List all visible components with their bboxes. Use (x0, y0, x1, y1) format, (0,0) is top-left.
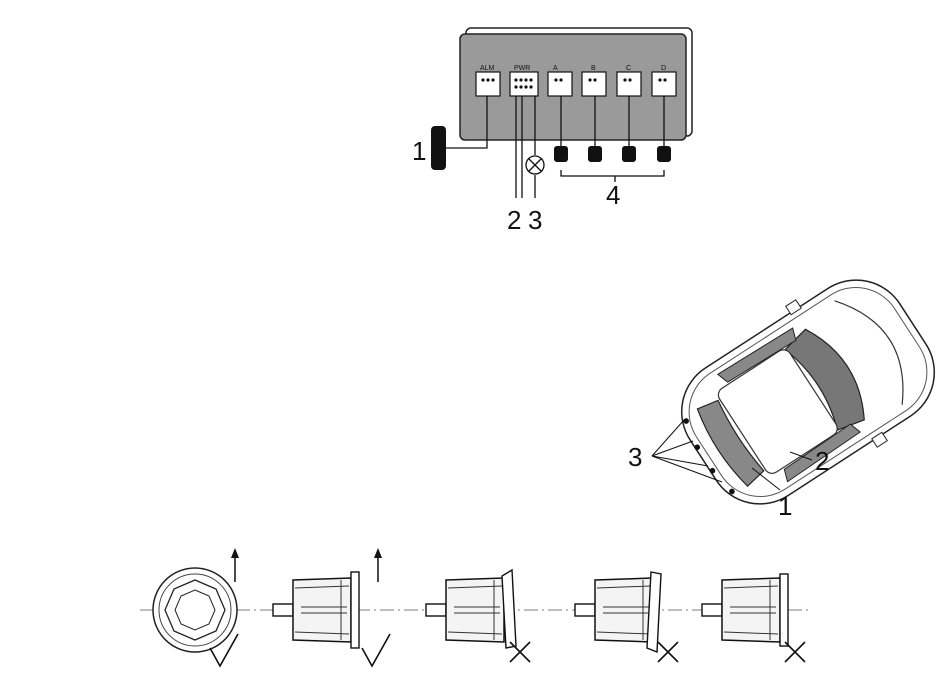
check-icon-2 (362, 634, 390, 666)
mount-recessed-wrong (702, 574, 805, 662)
cross-icon-2 (658, 642, 678, 662)
reverse-lamp-icon (526, 156, 544, 174)
buzzer-icon (431, 126, 446, 170)
callout-3: 3 (528, 205, 542, 235)
control-unit: ALM PWR A B C D (412, 28, 692, 235)
mount-tilted-in-wrong (575, 572, 678, 662)
car-callout-1: 1 (778, 491, 792, 521)
car-callout-3: 3 (628, 442, 642, 472)
mount-tilted-out-wrong (426, 570, 530, 662)
cross-icon-3 (785, 642, 805, 662)
sensor-connector-b-icon (588, 146, 602, 162)
sensor-connector-a-icon (554, 146, 568, 162)
callout-2: 2 (507, 205, 521, 235)
car-top-view: 3 2 1 (628, 253, 950, 530)
up-arrow-icon (231, 548, 239, 582)
port-label-pwr: PWR (514, 65, 530, 72)
up-arrow-icon-2 (374, 548, 382, 582)
sensor-connector-d-icon (657, 146, 671, 162)
sensor-mounting-guide (140, 548, 810, 666)
mount-side-flush-ok (273, 548, 390, 666)
port-label-b: B (591, 65, 596, 72)
mount-front-view-ok (153, 548, 239, 666)
callout-1: 1 (412, 136, 426, 166)
sensor-connector-c-icon (622, 146, 636, 162)
port-label-c: C (626, 65, 631, 72)
port-label-alm: ALM (480, 65, 495, 72)
cross-icon (510, 642, 530, 662)
port-label-d: D (661, 65, 666, 72)
callout-4: 4 (606, 180, 620, 210)
port-label-a: A (553, 65, 558, 72)
car-callout-2: 2 (815, 446, 829, 476)
